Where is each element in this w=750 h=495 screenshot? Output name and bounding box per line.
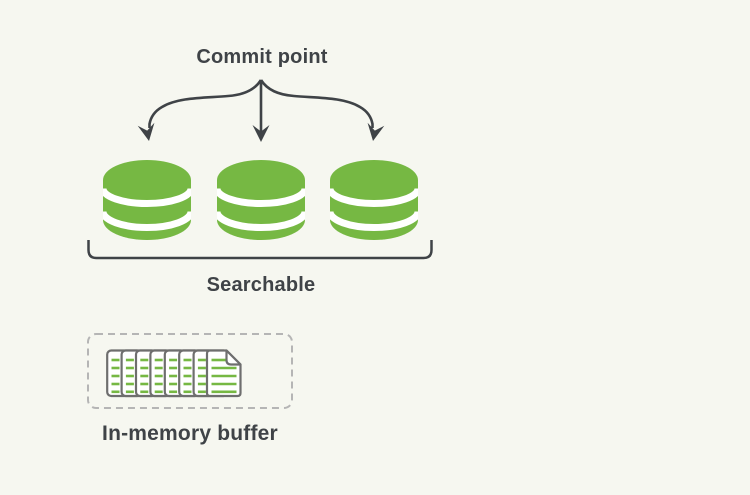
arrowhead-middle bbox=[252, 125, 270, 142]
fan-out-arrows-icon bbox=[137, 79, 385, 142]
document-stack-icon bbox=[106, 349, 242, 398]
arrowhead-left bbox=[137, 122, 155, 141]
searchable-bracket bbox=[87, 240, 433, 260]
in-memory-buffer-box bbox=[87, 333, 293, 409]
searchable-label: Searchable bbox=[206, 274, 316, 296]
segment-cylinder-icon bbox=[217, 160, 305, 240]
front-page bbox=[205, 349, 242, 398]
segments-row bbox=[103, 160, 418, 240]
segment-cylinder-icon bbox=[330, 160, 418, 240]
in-memory-buffer-label: In-memory buffer bbox=[102, 422, 278, 445]
dog-ear-fold bbox=[225, 349, 242, 366]
segment-cylinder-icon bbox=[103, 160, 191, 240]
commit-point-label: Commit point bbox=[196, 46, 328, 68]
arrowhead-right bbox=[367, 122, 385, 141]
